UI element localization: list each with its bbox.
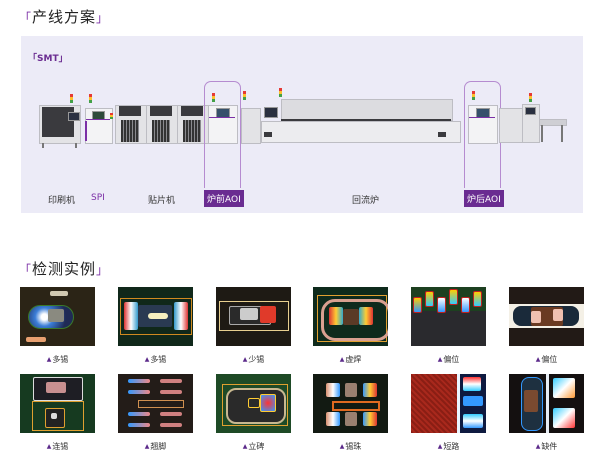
printer-machine-image xyxy=(39,88,81,148)
reflow-oven-image xyxy=(261,88,461,148)
example-card: ▲少锡 xyxy=(216,287,291,364)
spi-machine-image xyxy=(85,88,113,148)
pre-aoi-highlight xyxy=(204,81,241,188)
pre-aoi-machine-image xyxy=(207,88,238,148)
example-caption: ▲立碑 xyxy=(242,442,265,451)
triangle-icon: ▲ xyxy=(46,356,52,363)
triangle-icon: ▲ xyxy=(144,356,150,363)
smt-tag: 「SMT」 xyxy=(28,54,68,64)
triangle-icon: ▲ xyxy=(437,356,443,363)
example-card: ▲多锡 xyxy=(118,287,193,364)
example-caption: ▲翘脚 xyxy=(144,442,167,451)
label-mounter: 贴片机 xyxy=(148,196,176,206)
mounter-machine-image xyxy=(115,88,209,148)
example-card: ▲多锡 xyxy=(20,287,95,364)
example-image-excess-solder xyxy=(20,287,95,346)
title-text: 检测实例 xyxy=(32,260,97,278)
triangle-icon: ▲ xyxy=(339,443,345,450)
example-card: ▲偏位 xyxy=(411,287,486,364)
unloader-image xyxy=(499,88,559,148)
example-caption: ▲多锡 xyxy=(46,355,69,364)
example-image-offset-chip-2 xyxy=(509,287,584,346)
example-caption: ▲偏位 xyxy=(437,355,460,364)
triangle-icon: ▲ xyxy=(46,443,52,450)
example-image-solder-ball xyxy=(313,374,388,433)
example-caption: ▲多锡 xyxy=(144,355,167,364)
label-reflow: 回流炉 xyxy=(352,196,380,206)
example-card: ▲虚焊 xyxy=(313,287,388,364)
bracket-close: 」 xyxy=(96,11,110,25)
triangle-icon: ▲ xyxy=(242,356,248,363)
post-aoi-machine-image xyxy=(467,88,498,148)
section-title-examples: 「检测实例」 xyxy=(19,258,109,279)
example-image-cold-solder xyxy=(313,287,388,346)
example-card: ▲连锡 xyxy=(20,374,95,451)
example-image-short-circuit xyxy=(411,374,486,433)
triangle-icon: ▲ xyxy=(535,443,541,450)
example-caption: ▲少锡 xyxy=(242,355,265,364)
example-image-bridging xyxy=(20,374,95,433)
example-card: ▲翘脚 xyxy=(118,374,193,451)
triangle-icon: ▲ xyxy=(535,356,541,363)
triangle-icon: ▲ xyxy=(144,443,150,450)
example-caption: ▲虚焊 xyxy=(339,355,362,364)
label-pre-aoi: 炉前AOI xyxy=(204,190,244,207)
example-image-missing-part xyxy=(509,374,584,433)
conveyor-cabinet-image xyxy=(241,88,261,148)
production-line-panel: 「SMT」 xyxy=(21,36,583,213)
example-card: ▲偏位 xyxy=(509,287,584,364)
triangle-icon: ▲ xyxy=(437,443,443,450)
example-image-offset-chip xyxy=(411,287,486,346)
bracket-close: 」 xyxy=(96,263,110,277)
example-image-tombstone xyxy=(216,374,291,433)
title-text: 产线方案 xyxy=(32,8,97,26)
label-printer: 印刷机 xyxy=(48,196,76,206)
output-conveyor-image xyxy=(539,88,569,148)
example-card: ▲立碑 xyxy=(216,374,291,451)
triangle-icon: ▲ xyxy=(242,443,248,450)
example-caption: ▲短路 xyxy=(437,442,460,451)
example-caption: ▲连锡 xyxy=(46,442,69,451)
example-image-insufficient-solder xyxy=(216,287,291,346)
example-image-excess-solder-2 xyxy=(118,287,193,346)
example-caption: ▲锡珠 xyxy=(339,442,362,451)
example-caption: ▲缺件 xyxy=(535,442,558,451)
example-caption: ▲偏位 xyxy=(535,355,558,364)
label-post-aoi: 炉后AOI xyxy=(464,190,504,207)
bracket-open: 「 xyxy=(19,263,33,277)
bracket-open: 「 xyxy=(19,11,33,25)
example-image-lifted-lead xyxy=(118,374,193,433)
example-card: ▲锡珠 xyxy=(313,374,388,451)
example-card: ▲缺件 xyxy=(509,374,584,451)
section-title-line-solution: 「产线方案」 xyxy=(19,6,109,27)
triangle-icon: ▲ xyxy=(339,356,345,363)
label-spi: SPI xyxy=(91,193,105,203)
example-card: ▲短路 xyxy=(411,374,486,451)
